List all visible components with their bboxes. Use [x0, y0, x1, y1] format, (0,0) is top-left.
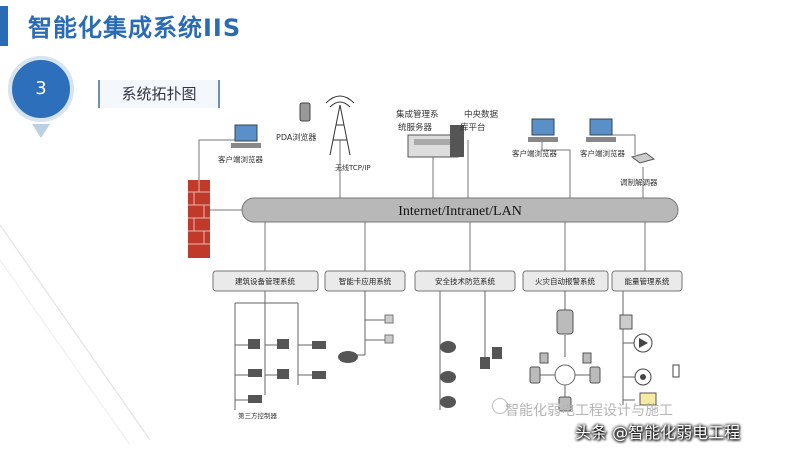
smartcard-devices: [338, 314, 394, 363]
title-accent-bar: [0, 6, 8, 46]
section-badge-circle: 3: [8, 56, 74, 122]
subsystem-boxes: [212, 270, 683, 292]
antenna-tower-icon: [325, 95, 355, 156]
client-left-icon: [231, 124, 261, 148]
pda-label: PDA浏览器: [276, 132, 316, 142]
subsystem-fire: 火灾自动报警系统: [535, 276, 595, 286]
fire-devices: [529, 309, 601, 412]
subsystem-security: 安全技术防范系统: [435, 276, 495, 286]
database-label: 中央数据库平台: [460, 109, 499, 133]
subsystem-smartcard: 智能卡应用系统: [339, 276, 392, 286]
firewall-icon: [188, 180, 210, 258]
subsystem-energy: 能量管理系统: [625, 276, 670, 286]
backbone-label: Internet/Intranet/LAN: [398, 204, 522, 219]
fire-device-tree: [540, 291, 590, 397]
smartcard-device-tree: [352, 291, 385, 356]
wireless-label: 无线TCP/IP: [335, 163, 371, 172]
section-badge: 3: [0, 44, 80, 154]
subsystem-links: [264, 222, 646, 271]
modem-icon: [630, 152, 656, 164]
building-device-tree: [234, 291, 312, 410]
energy-devices: [619, 314, 680, 406]
watermark-toutiao: 头条 @智能化弱电工程: [575, 423, 741, 442]
wechat-watermark-icon: [492, 398, 508, 414]
section-label: 系统拓扑图: [98, 80, 220, 108]
client-right-1-icon: [528, 118, 558, 142]
topology-diagram: 客户端浏览器 PDA浏览器 无线TCP/IP 集成管理系统服务器 中央数据库平台…: [188, 95, 683, 420]
client-left-label: 客户端浏览器: [218, 154, 263, 164]
subsystem-building: 建筑设备管理系统: [235, 276, 295, 286]
server-label: 集成管理系统服务器: [396, 109, 439, 133]
client-right-2-icon: [586, 118, 616, 142]
server-icon: [407, 125, 464, 158]
energy-device-tree: [622, 291, 635, 405]
network-backbone: [241, 197, 679, 223]
modem-label: 调制解调器: [620, 177, 658, 187]
section-badge-pointer: [32, 124, 50, 138]
client-right-1-label: 客户端浏览器: [512, 148, 557, 158]
building-devices: [248, 339, 326, 403]
pda-icon: [299, 102, 311, 122]
client-right-2-label: 客户端浏览器: [580, 148, 625, 158]
security-devices: [440, 341, 502, 408]
third-party-label: 第三方控制器: [238, 411, 278, 420]
top-links: [198, 134, 644, 211]
watermark-account: 智能化弱电工程设计与施工: [505, 403, 673, 419]
page-title: 智能化集成系统IIS: [28, 14, 242, 42]
section-number: 3: [35, 78, 47, 99]
